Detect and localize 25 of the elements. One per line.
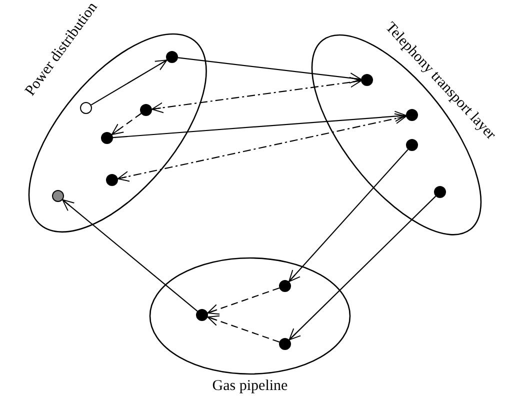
arrow bbox=[288, 196, 436, 340]
node-dot bbox=[279, 280, 291, 292]
group-label: Gas pipeline bbox=[211, 379, 289, 394]
node-dot bbox=[52, 190, 64, 202]
node-dot bbox=[434, 186, 446, 198]
arrow bbox=[207, 315, 280, 343]
arrow bbox=[207, 287, 280, 315]
arrow bbox=[90, 60, 168, 106]
arrow bbox=[117, 113, 407, 182]
arrow bbox=[288, 149, 408, 282]
node-dot bbox=[279, 338, 291, 350]
node-dot bbox=[196, 309, 208, 321]
node-dot bbox=[166, 50, 178, 63]
node-dot bbox=[80, 102, 92, 114]
node-dot bbox=[406, 138, 418, 151]
arrow bbox=[62, 199, 198, 312]
node-dot bbox=[360, 74, 373, 86]
node-dot bbox=[100, 132, 113, 144]
arrow bbox=[151, 76, 362, 114]
arrow bbox=[178, 57, 362, 84]
node-dot bbox=[406, 108, 418, 121]
arrow bbox=[111, 113, 142, 135]
arrow bbox=[112, 110, 407, 138]
node-dot bbox=[106, 174, 118, 186]
node-dot bbox=[140, 104, 152, 116]
